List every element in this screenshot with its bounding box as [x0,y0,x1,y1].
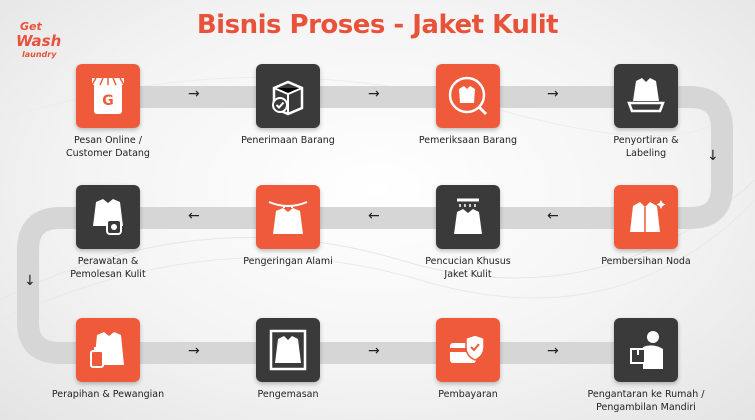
arrow-left: ← [547,208,559,224]
arrow-down: ↓ [707,148,719,164]
step-label: Pengeringan Alami [243,256,333,267]
step-pengemasan: Pengemasan [213,318,363,401]
phone-store-icon: G [76,64,140,128]
box-check-icon [256,64,320,128]
step-penerimaan-barang: Penerimaan Barang [213,64,363,147]
arrow-right: → [188,343,200,359]
step-label: Pesan Online / Customer Datang [66,135,150,159]
step-pembersihan-noda: Pembersihan Noda [571,185,721,268]
step-label: Pemeriksaan Barang [418,135,518,146]
logo-text-3: laundry [22,50,57,59]
step-label: Penerimaan Barang [241,135,335,146]
step-label: Pencucian Khusus Jaket Kulit [425,256,511,280]
logo-text-1: Get [20,20,42,33]
jacket-frame-icon [256,318,320,382]
step-label: Pengemasan [257,389,319,400]
step-pengeringan-alami: Pengeringan Alami [213,185,363,268]
step-perapihan: Perapihan & Pewangian [33,318,183,401]
step-pembayaran: Pembayaran [393,318,543,401]
jacket-hanger-icon [256,185,320,249]
arrow-right: → [547,343,559,359]
jacket-spray-icon [76,318,140,382]
arrow-right: → [188,86,200,102]
step-pengantaran: Pengantaran ke Rumah / Pengambilan Mandi… [571,318,721,414]
page-title: Bisnis Proses - Jaket Kulit [196,10,559,40]
arrow-down: ↓ [24,273,36,289]
step-label: Pembayaran [438,389,498,400]
payment-shield-icon [436,318,500,382]
step-pesan-online: G Pesan Online / Customer Datang [33,64,183,160]
brand-logo: Get Wash laundry [12,16,72,66]
arrow-left: ← [188,208,200,224]
step-label: Perawatan & Pemolesan Kulit [70,256,146,280]
arrow-right: → [368,86,380,102]
arrow-right: → [368,343,380,359]
arrow-left: ← [368,208,380,224]
step-pencucian-khusus: Pencucian Khusus Jaket Kulit [393,185,543,281]
arrow-right: → [547,86,559,102]
jacket-polish-icon [76,185,140,249]
step-perawatan: Perawatan & Pemolesan Kulit [33,185,183,281]
step-label: Perapihan & Pewangian [51,389,165,400]
jacket-tray-icon [614,64,678,128]
step-label: Pembersihan Noda [601,256,691,267]
jacket-sparkle-icon [614,185,678,249]
jacket-shower-icon [436,185,500,249]
svg-text:G: G [102,93,114,109]
step-label: Penyortiran & Labeling [613,135,679,159]
step-pemeriksaan-barang: Pemeriksaan Barang [393,64,543,147]
delivery-person-icon [614,318,678,382]
logo-text-2: Wash [16,32,62,50]
step-penyortiran: Penyortiran & Labeling [571,64,721,160]
step-label: Pengantaran ke Rumah / Pengambilan Mandi… [587,389,705,413]
jacket-inspect-icon [436,64,500,128]
